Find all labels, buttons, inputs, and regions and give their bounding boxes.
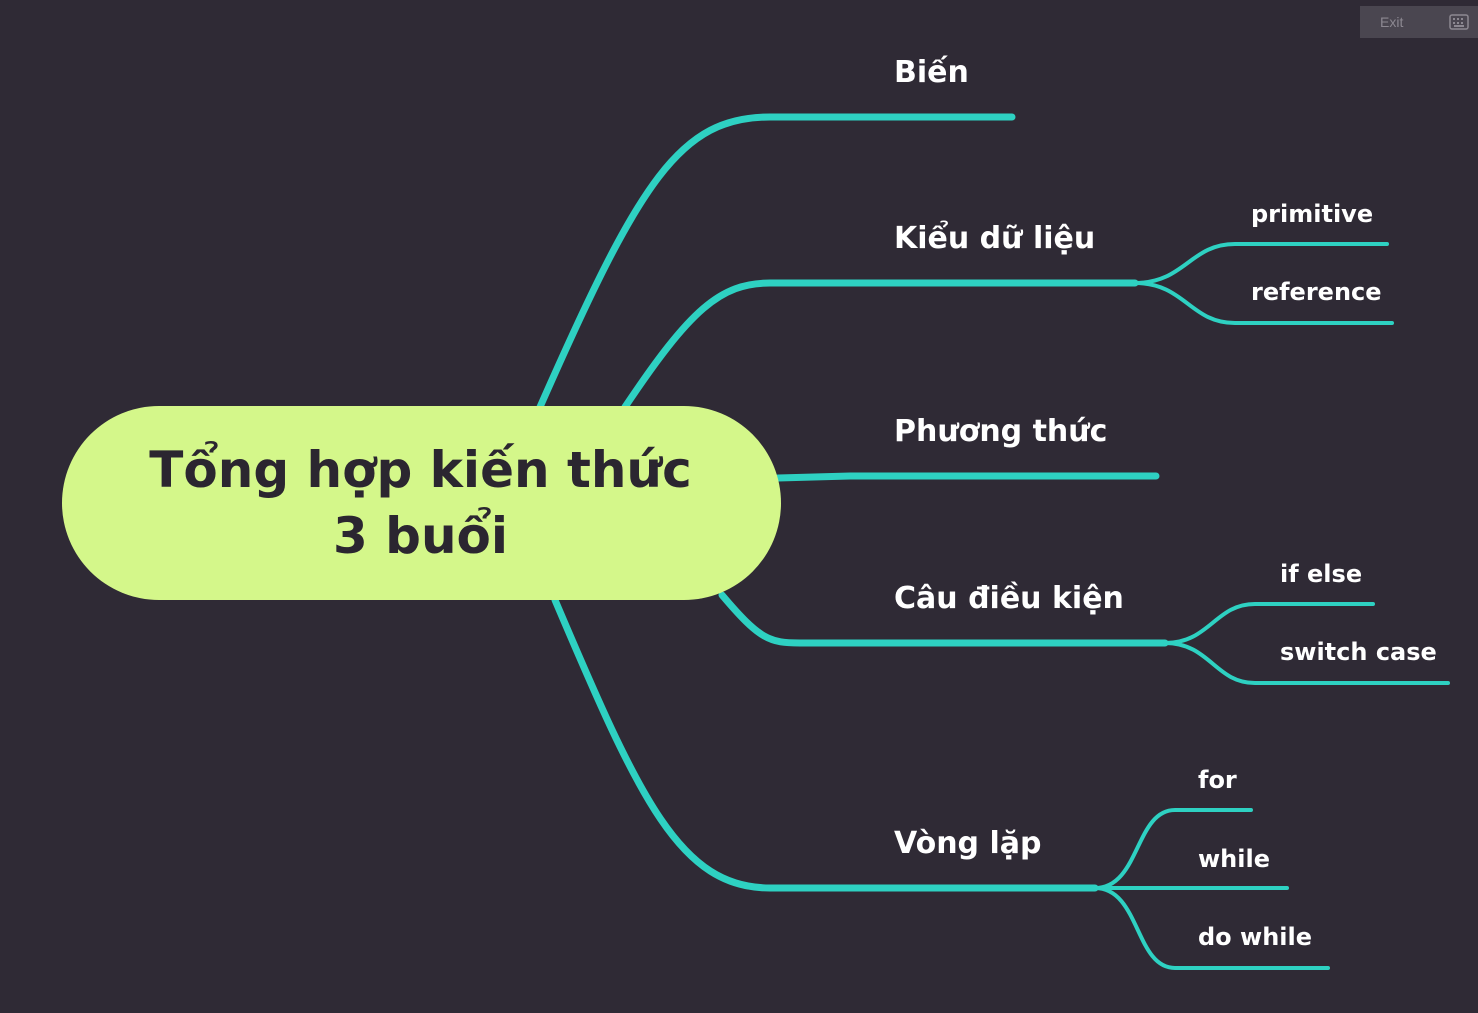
sub-while[interactable]: while bbox=[1198, 845, 1270, 873]
branch-connector-phuong-thuc bbox=[774, 472, 1160, 482]
sub-connector-for bbox=[1093, 808, 1253, 890]
sub-connector-switch-case bbox=[1163, 641, 1450, 685]
branch-bien[interactable]: Biến bbox=[894, 55, 969, 90]
sub-do-while[interactable]: do while bbox=[1198, 923, 1313, 951]
keyboard-icon[interactable] bbox=[1448, 11, 1470, 33]
branch-connector-bien bbox=[536, 113, 1016, 411]
central-topic-title: Tổng hợp kiến thức bbox=[149, 441, 692, 499]
sub-if-else[interactable]: if else bbox=[1280, 560, 1363, 588]
sub-primitive[interactable]: primitive bbox=[1251, 200, 1374, 228]
branch-kieu-du-lieu[interactable]: Kiểu dữ liệu bbox=[894, 221, 1096, 256]
branch-phuong-thuc[interactable]: Phương thức bbox=[894, 414, 1108, 449]
sub-switch-case[interactable]: switch case bbox=[1280, 638, 1437, 666]
branch-connector-kieu-du-lieu bbox=[621, 279, 1139, 411]
exit-toolbar: Exit bbox=[1360, 6, 1478, 38]
sub-connector-do-while bbox=[1093, 886, 1330, 970]
exit-button[interactable]: Exit bbox=[1380, 14, 1404, 30]
central-topic-subtitle: 3 buổi bbox=[332, 507, 509, 565]
sub-connector-reference bbox=[1133, 281, 1394, 325]
sub-reference[interactable]: reference bbox=[1251, 278, 1382, 306]
sub-connector-primitive bbox=[1133, 242, 1389, 285]
branch-connector-cau-dieu-kien bbox=[718, 591, 1169, 647]
sub-connector-if-else bbox=[1163, 602, 1375, 645]
sub-for[interactable]: for bbox=[1198, 766, 1237, 794]
branch-cau-dieu-kien[interactable]: Câu điều kiện bbox=[894, 581, 1124, 616]
central-topic[interactable]: Tổng hợp kiến thức 3 buổi bbox=[62, 406, 781, 600]
branch-vong-lap[interactable]: Vòng lặp bbox=[894, 826, 1042, 861]
branch-connector-vong-lap bbox=[551, 596, 1099, 892]
